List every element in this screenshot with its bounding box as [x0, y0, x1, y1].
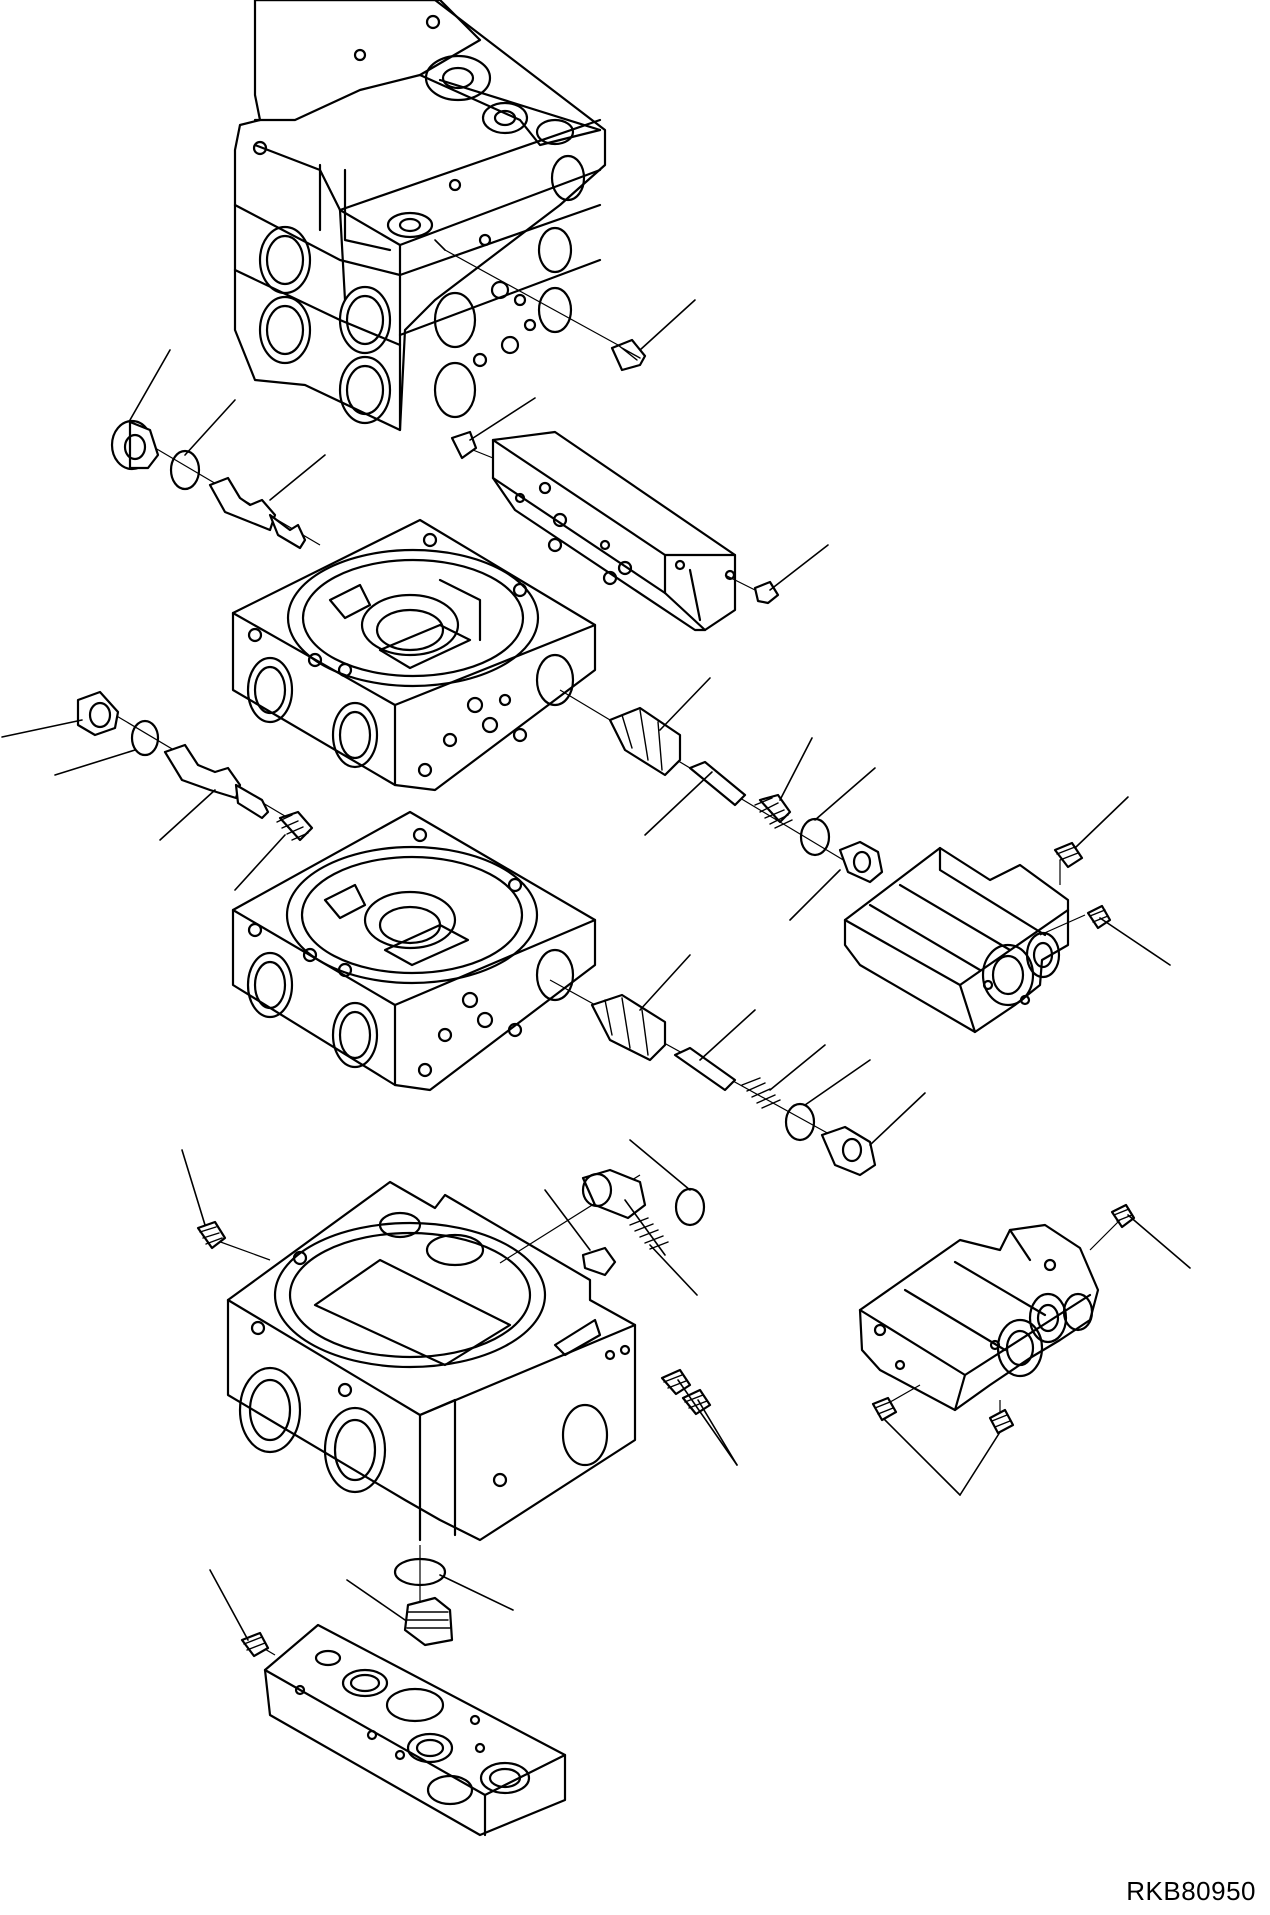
- end-cover-plate: [209, 1569, 567, 1837]
- drawing-code: RKB80950: [1126, 1876, 1256, 1906]
- top-valve-block: [233, 0, 607, 432]
- spool-1-right-parts: [559, 677, 884, 921]
- spool-2-right-parts: [549, 954, 926, 1177]
- spool-1-left-parts: [110, 349, 326, 550]
- relief-plug-top: [444, 249, 696, 372]
- right-block-lower: [858, 1203, 1191, 1496]
- spool-2-left-parts: [1, 690, 314, 891]
- port-block: [450, 397, 829, 632]
- bottom-end-block: [226, 1180, 637, 1542]
- spool-section-1: [231, 518, 597, 792]
- spool-section-2: [231, 810, 597, 1092]
- right-block-upper: [843, 796, 1171, 1034]
- bottom-block-small-parts: [181, 1139, 738, 1647]
- leader-lines-misc: [434, 239, 446, 251]
